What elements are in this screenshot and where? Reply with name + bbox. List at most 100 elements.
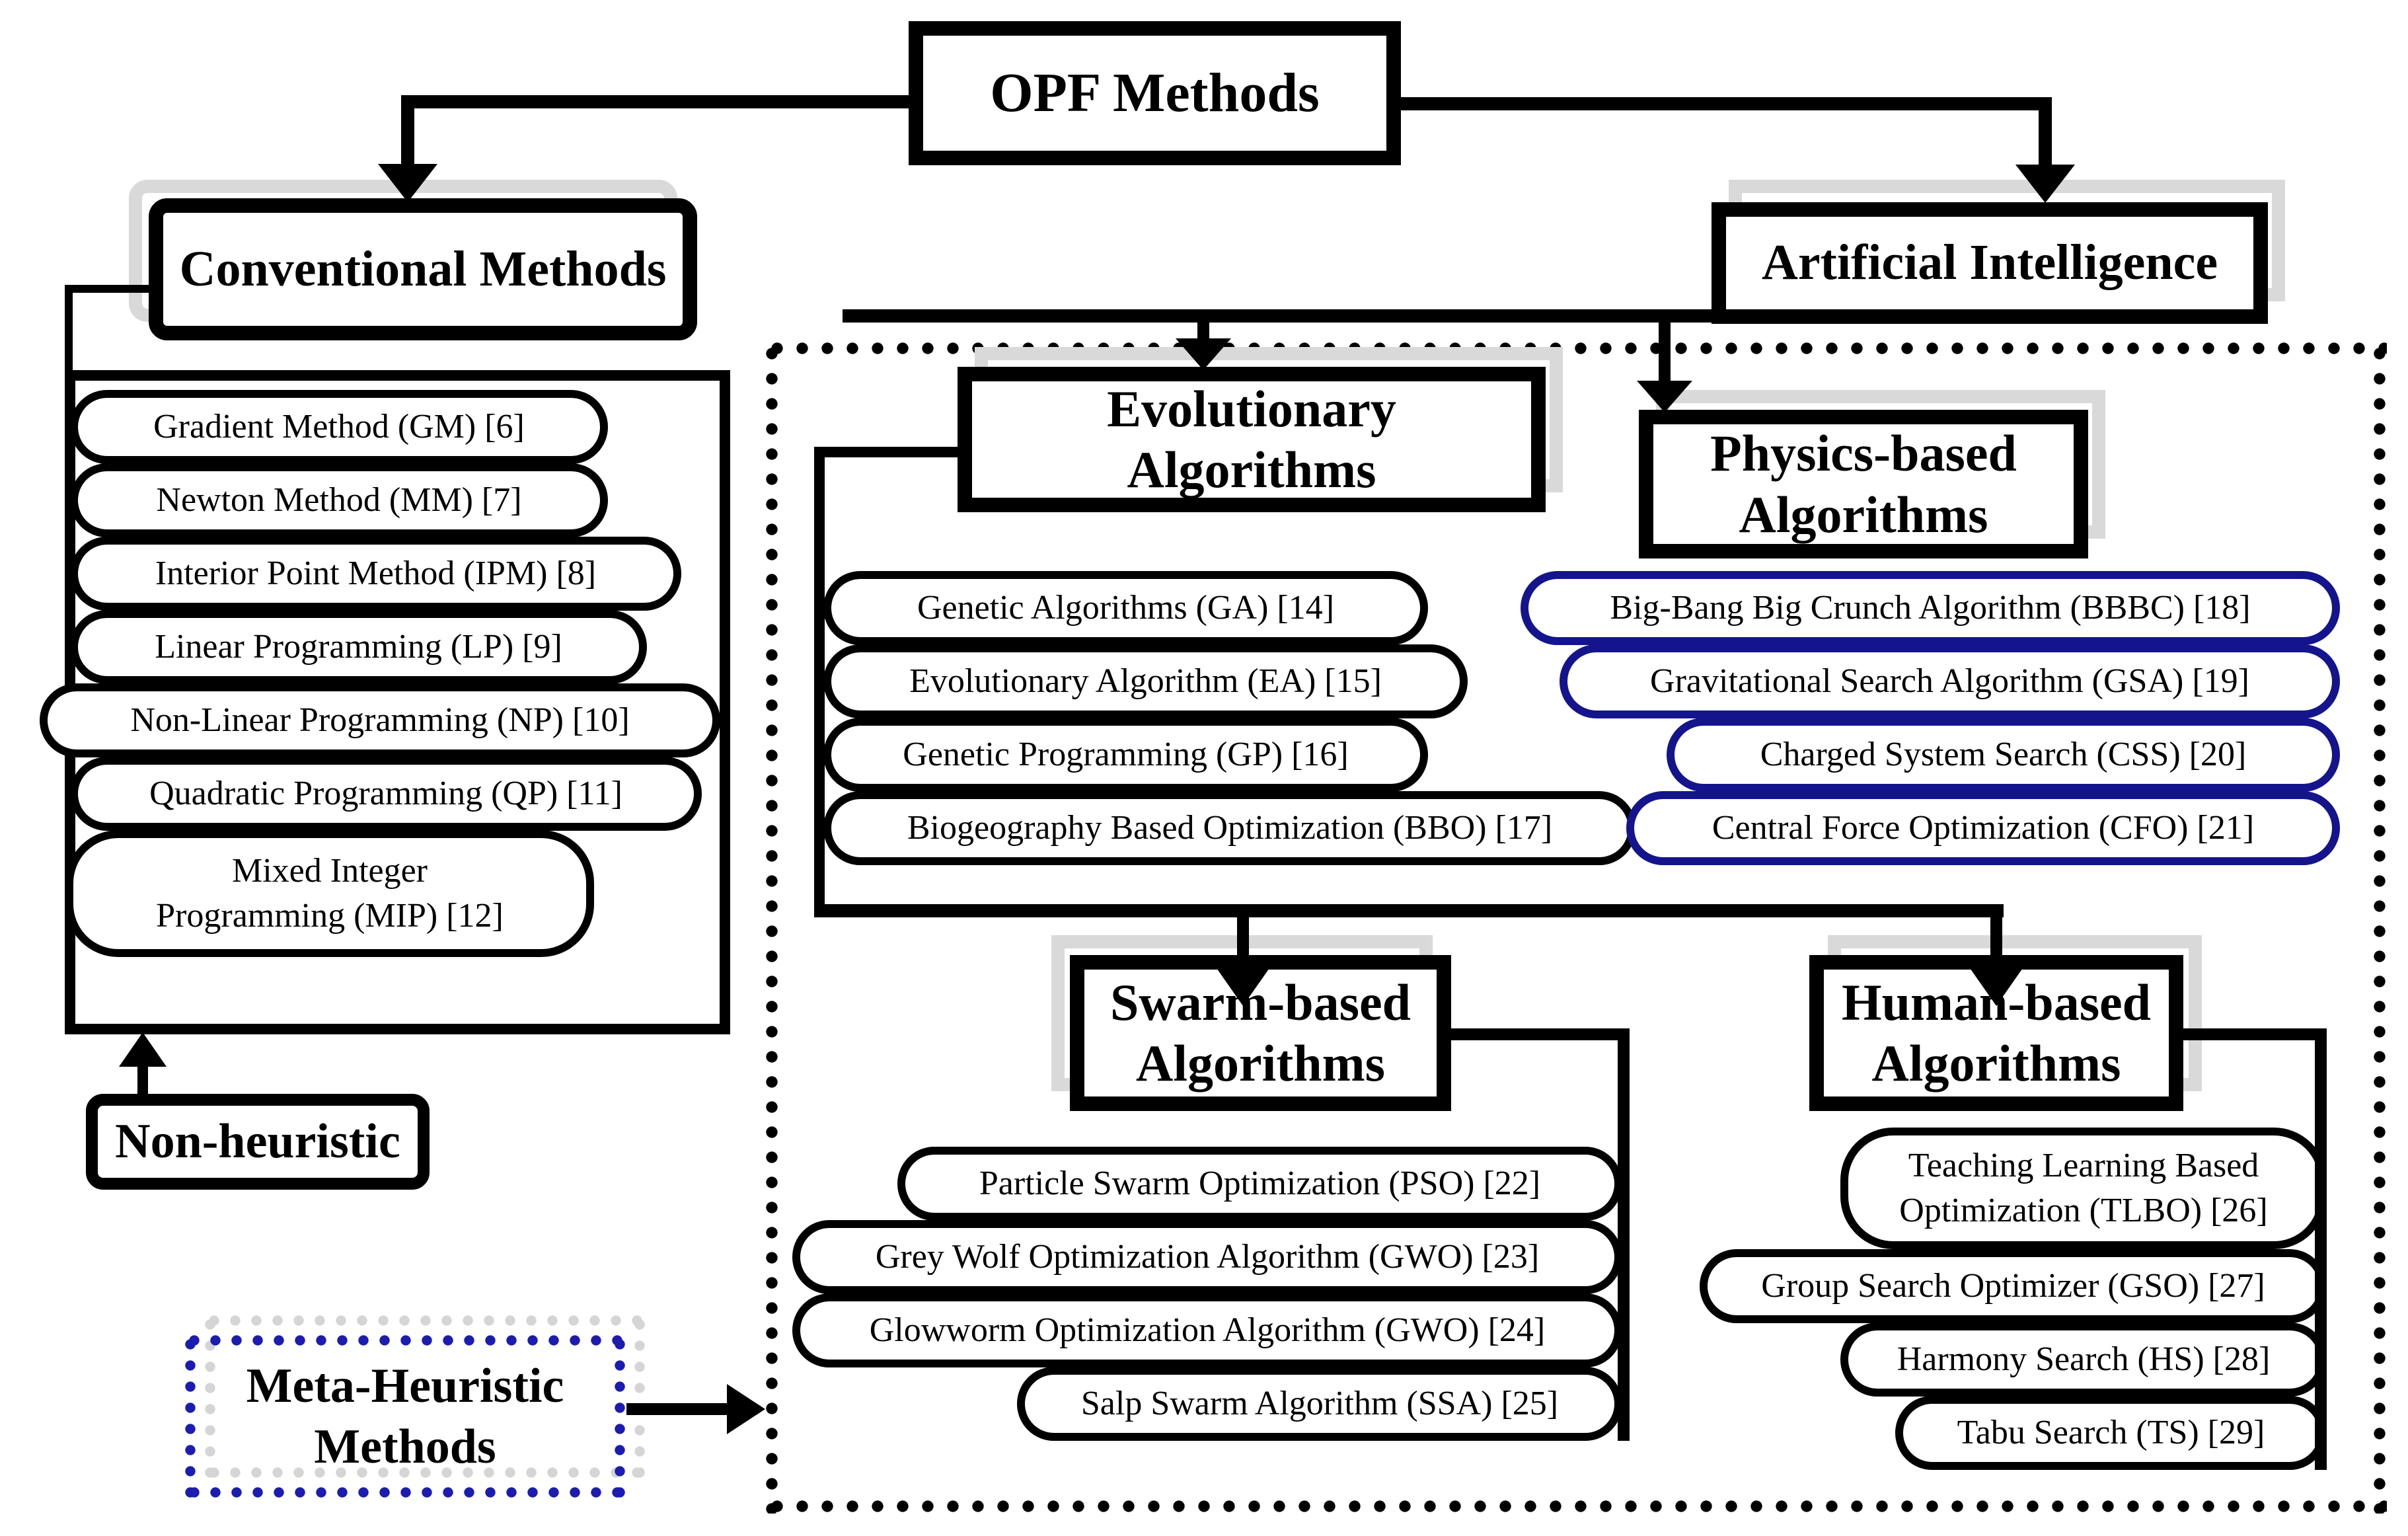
evolutionary-header-box: Evolutionary Algorithms <box>958 367 1546 512</box>
pill-label: Charged System Search (CSS) [20] <box>1760 736 2247 774</box>
pill-gravitational-search: Gravitational Search Algorithm (GSA) [19… <box>1560 644 2340 718</box>
arrowhead-up-nonheuristic-icon <box>119 1032 167 1067</box>
pill-genetic-programming: Genetic Programming (GP) [16] <box>823 718 1428 792</box>
arrowhead-down-evolutionary-icon <box>1176 338 1231 370</box>
pill-label: Linear Programming (LP) [9] <box>155 628 562 666</box>
pill-label: Big-Bang Big Crunch Algorithm (BBBC) [18… <box>1610 589 2251 627</box>
arrowhead-down-human-icon <box>1969 966 2024 1006</box>
pill-label: Gravitational Search Algorithm (GSA) [19… <box>1650 662 2249 701</box>
swarm-header-title: Swarm-based Algorithms <box>1110 973 1411 1092</box>
connector-human-rail-h <box>2183 1028 2327 1040</box>
connector-conventional-elbow-h <box>65 285 151 293</box>
metaheuristic-container-border-left <box>765 341 779 1514</box>
physics-header-title: Physics-based Algorithms <box>1710 424 2017 543</box>
connector-opf-to-ai-h <box>1401 97 2052 110</box>
connector-mid-line <box>814 904 2004 917</box>
connector-opf-to-conventional-h <box>401 95 911 108</box>
meta-heuristic-box: Meta-Heuristic Methods <box>184 1334 626 1499</box>
meta-shadow-right <box>633 1314 646 1479</box>
physics-header-box: Physics-based Algorithms <box>1639 410 2088 558</box>
pill-label: Genetic Algorithms (GA) [14] <box>917 589 1335 627</box>
arrowhead-down-physics-icon <box>1637 381 1692 412</box>
connector-ai-bar <box>843 309 1731 323</box>
meta-border-left <box>184 1334 197 1499</box>
pill-label: Harmony Search (HS) [28] <box>1897 1340 2271 1379</box>
connector-swarm-rail-h <box>1451 1028 1630 1040</box>
meta-border-bottom <box>184 1486 626 1499</box>
connector-meta-h <box>626 1403 730 1415</box>
conventional-methods-box: Conventional Methods <box>149 198 697 340</box>
connector-bar-to-physics <box>1659 321 1671 383</box>
connector-evolutionary-rail-v <box>814 447 825 917</box>
pill-particle-swarm-optimization: Particle Swarm Optimization (PSO) [22] <box>897 1147 1622 1221</box>
artificial-intelligence-title: Artificial Intelligence <box>1761 235 2218 291</box>
metaheuristic-container-border-right <box>2372 341 2387 1514</box>
pill-label: Newton Method (MM) [7] <box>156 481 522 519</box>
meta-heuristic-label: Meta-Heuristic Methods <box>246 1358 564 1475</box>
pill-newton-method: Newton Method (MM) [7] <box>70 463 608 537</box>
connector-opf-to-conventional-v <box>401 95 414 168</box>
pill-central-force-optimization: Central Force Optimization (CFO) [21] <box>1626 791 2340 865</box>
pill-label: Tabu Search (TS) [29] <box>1957 1414 2265 1452</box>
pill-salp-swarm-algorithm: Salp Swarm Algorithm (SSA) [25] <box>1017 1367 1622 1441</box>
pill-label: Salp Swarm Algorithm (SSA) [25] <box>1080 1385 1559 1423</box>
pill-label: Evolutionary Algorithm (EA) [15] <box>909 662 1382 701</box>
connector-human-rail-v <box>2315 1028 2327 1470</box>
pill-quadratic-programming: Quadratic Programming (QP) [11] <box>70 757 702 831</box>
pill-label: Interior Point Method (IPM) [8] <box>155 555 597 593</box>
pill-big-bang-big-crunch: Big-Bang Big Crunch Algorithm (BBBC) [18… <box>1521 571 2340 645</box>
pill-charged-system-search: Charged System Search (CSS) [20] <box>1667 718 2340 792</box>
pill-label: Group Search Optimizer (GSO) [27] <box>1761 1267 2265 1305</box>
conventional-methods-title: Conventional Methods <box>179 241 667 297</box>
meta-border-top <box>184 1334 626 1347</box>
non-heuristic-box: Non-heuristic <box>86 1094 430 1190</box>
pill-linear-programming: Linear Programming (LP) [9] <box>70 610 647 684</box>
pill-label: Biogeography Based Optimization (BBO) [1… <box>907 809 1553 847</box>
pill-biogeography-based-optimization: Biogeography Based Optimization (BBO) [1… <box>823 791 1636 865</box>
connector-nonheuristic-v <box>137 1065 148 1097</box>
pill-label: Mixed Integer Programming (MIP) [12] <box>156 852 504 935</box>
pill-label: Glowworm Optimization Algorithm (GWO) [2… <box>869 1311 1546 1350</box>
arrowhead-down-ai-icon <box>2015 165 2075 203</box>
meta-shadow-top <box>204 1314 646 1327</box>
pill-evolutionary-algorithm: Evolutionary Algorithm (EA) [15] <box>823 644 1468 718</box>
arrowhead-down-conventional-icon <box>378 164 437 202</box>
pill-label: Particle Swarm Optimization (PSO) [22] <box>979 1165 1541 1203</box>
pill-label: Gradient Method (GM) [6] <box>153 408 525 446</box>
pill-label: Non-Linear Programming (NP) [10] <box>130 701 630 740</box>
pill-group-search-optimizer: Group Search Optimizer (GSO) [27] <box>1700 1249 2327 1323</box>
pill-gradient-method: Gradient Method (GM) [6] <box>70 390 608 464</box>
pill-label: Quadratic Programming (QP) [11] <box>149 775 622 813</box>
meta-border-right <box>613 1334 626 1499</box>
pill-glowworm-optimization: Glowworm Optimization Algorithm (GWO) [2… <box>792 1293 1622 1367</box>
pill-grey-wolf-optimization: Grey Wolf Optimization Algorithm (GWO) [… <box>792 1220 1622 1294</box>
pill-genetic-algorithms: Genetic Algorithms (GA) [14] <box>823 571 1428 645</box>
evolutionary-header-title: Evolutionary Algorithms <box>1107 379 1396 498</box>
artificial-intelligence-box: Artificial Intelligence <box>1712 202 2268 324</box>
connector-swarm-rail-v <box>1618 1028 1630 1441</box>
meta-shadow-bottom <box>204 1466 646 1479</box>
opf-methods-box: OPF Methods <box>909 21 1401 165</box>
connector-evolutionary-rail-stub <box>814 447 966 457</box>
connector-mid-to-swarm <box>1237 916 1249 969</box>
connector-mid-to-human <box>1990 916 2002 969</box>
pill-label: Teaching Learning Based Optimization (TL… <box>1899 1147 2268 1229</box>
meta-shadow-left <box>204 1314 217 1479</box>
pill-harmony-search: Harmony Search (HS) [28] <box>1840 1323 2327 1397</box>
connector-conventional-elbow-v <box>65 285 73 377</box>
connector-bar-to-evolutionary <box>1197 321 1209 341</box>
pill-label: Central Force Optimization (CFO) [21] <box>1712 809 2255 847</box>
opf-methods-title: OPF Methods <box>990 62 1320 124</box>
connector-opf-to-ai-v <box>2039 97 2052 166</box>
metaheuristic-container-border-bottom <box>765 1499 2387 1514</box>
pill-interior-point-method: Interior Point Method (IPM) [8] <box>70 537 681 611</box>
pill-tabu-search: Tabu Search (TS) [29] <box>1895 1396 2327 1470</box>
arrowhead-down-swarm-icon <box>1215 966 1271 1006</box>
pill-non-linear-programming: Non-Linear Programming (NP) [10] <box>40 683 720 757</box>
pill-teaching-learning-based-optimization: Teaching Learning Based Optimization (TL… <box>1840 1128 2327 1249</box>
pill-mixed-integer-programming: Mixed Integer Programming (MIP) [12] <box>65 830 594 957</box>
arrowhead-right-meta-icon <box>727 1384 765 1434</box>
non-heuristic-label: Non-heuristic <box>115 1114 400 1169</box>
pill-label: Grey Wolf Optimization Algorithm (GWO) [… <box>875 1238 1540 1276</box>
